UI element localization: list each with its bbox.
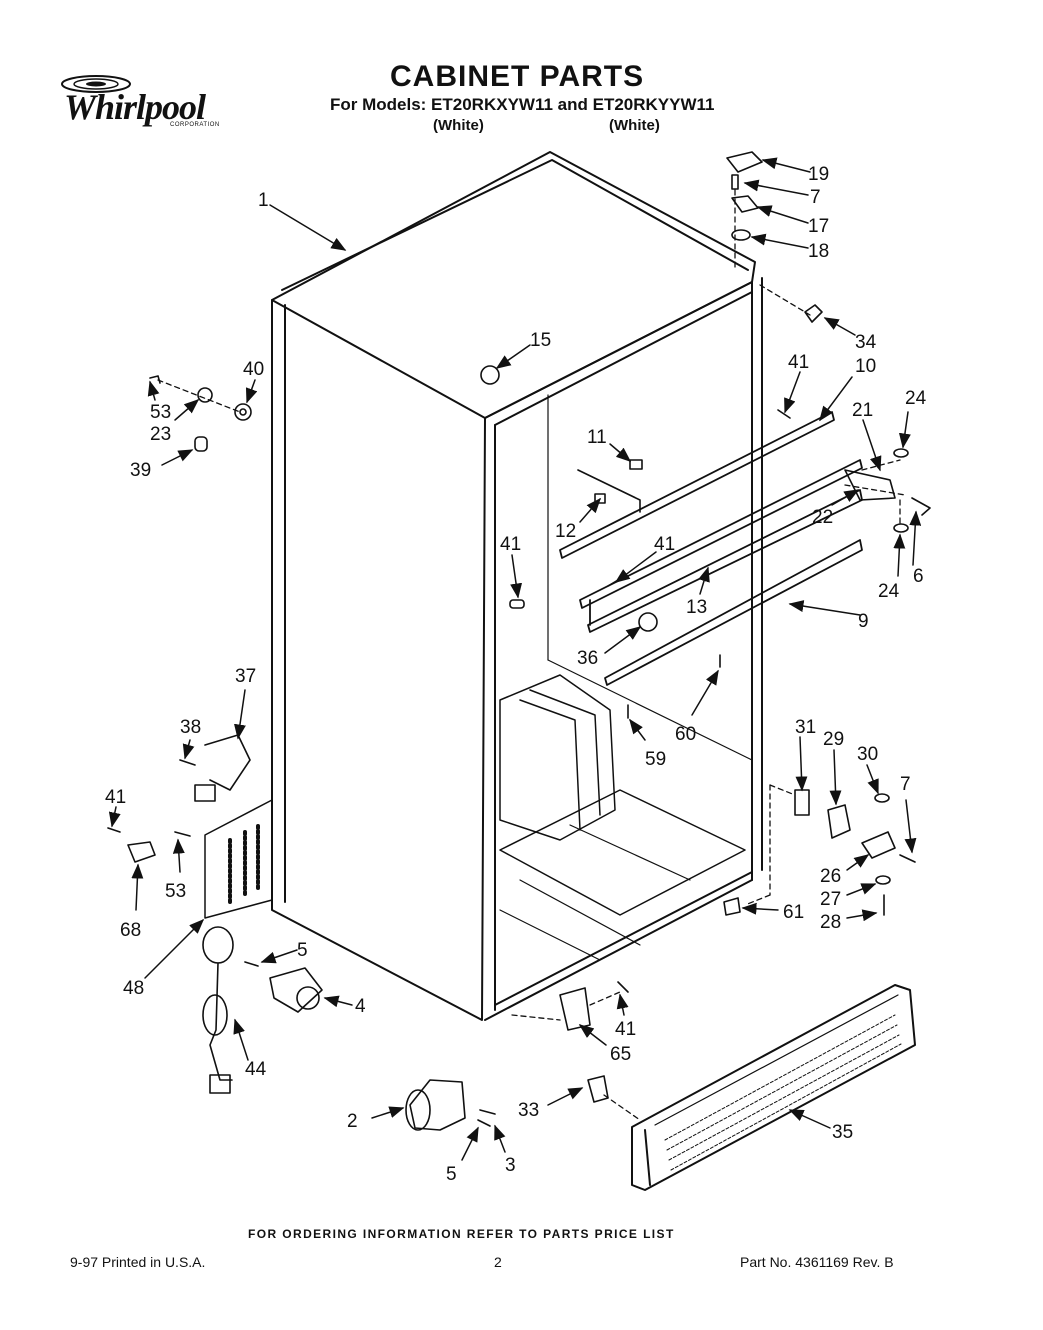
brand-name: Whirlpool [64, 87, 206, 127]
callout-3: 3 [505, 1155, 516, 1176]
callout-5: 5 [446, 1164, 457, 1185]
callout-23: 23 [150, 424, 171, 445]
ordering-note: FOR ORDERING INFORMATION REFER TO PARTS … [248, 1227, 675, 1241]
callout-61: 61 [783, 902, 804, 923]
callout-12: 12 [555, 521, 576, 542]
base-grille [631, 984, 916, 1191]
callout-9: 9 [858, 611, 869, 632]
callout-26: 26 [820, 866, 841, 887]
callout-41: 41 [788, 352, 809, 373]
callout-11: 11 [587, 427, 607, 448]
callout-6: 6 [913, 566, 924, 587]
small-parts [107, 151, 931, 1131]
callout-60: 60 [675, 724, 696, 745]
callout-30: 30 [857, 744, 878, 765]
callout-65: 65 [610, 1044, 631, 1065]
callout-27: 27 [820, 889, 841, 910]
callout-44: 44 [245, 1059, 267, 1080]
callout-18: 18 [808, 241, 829, 262]
part-number: Part No. 4361169 Rev. B [740, 1254, 894, 1270]
callout-1: 1 [258, 190, 269, 211]
callout-24: 24 [878, 581, 900, 602]
callout-37: 37 [235, 666, 256, 687]
callout-41: 41 [105, 787, 126, 808]
callout-59: 59 [645, 749, 666, 770]
callout-22: 22 [812, 507, 833, 528]
callout-17: 17 [808, 216, 829, 237]
leader-lines [157, 189, 906, 1121]
callout-arrows [108, 157, 922, 1161]
model-color-1: (White) [433, 117, 484, 134]
callout-7: 7 [900, 774, 911, 795]
model-color-2: (White) [609, 117, 660, 134]
callout-40: 40 [243, 359, 264, 380]
callout-38: 38 [180, 717, 201, 738]
callout-13: 13 [686, 597, 707, 618]
model-list: For Models: ET20RKXYW11 and ET20RKYYW11 [330, 95, 715, 114]
print-date: 9-97 Printed in U.S.A. [70, 1254, 206, 1270]
callout-4: 4 [355, 996, 366, 1017]
cabinet-shell [204, 151, 763, 1021]
callout-19: 19 [808, 164, 829, 185]
callout-28: 28 [820, 912, 841, 933]
callout-10: 10 [855, 356, 876, 377]
callout-33: 33 [518, 1100, 539, 1121]
callout-5: 5 [297, 940, 308, 961]
callout-24: 24 [905, 388, 927, 409]
callout-35: 35 [832, 1122, 853, 1143]
callout-labels: 1 19 7 17 18 34 10 15 40 53 23 39 41 21 … [105, 164, 927, 1185]
callout-29: 29 [823, 729, 844, 750]
page-title: CABINET PARTS [390, 60, 645, 93]
swirl-icon [61, 75, 131, 93]
callout-31: 31 [795, 717, 816, 738]
callout-2: 2 [347, 1111, 358, 1132]
callout-15: 15 [530, 330, 551, 351]
callout-53: 53 [165, 881, 186, 902]
shelf-rails [559, 411, 863, 686]
callout-21: 21 [852, 400, 873, 421]
callout-34: 34 [855, 332, 877, 353]
brand-sub: CORPORATION [170, 122, 220, 128]
callout-39: 39 [130, 460, 151, 481]
callout-41: 41 [615, 1019, 636, 1040]
callout-41: 41 [654, 534, 675, 555]
callout-7: 7 [810, 187, 821, 208]
callout-36: 36 [577, 648, 598, 669]
whirlpool-logo: Whirlpool CORPORATION [58, 72, 228, 132]
callout-68: 68 [120, 920, 141, 941]
callout-53: 53 [150, 402, 171, 423]
callout-41: 41 [500, 534, 521, 555]
page-number: 2 [494, 1254, 502, 1270]
callout-48: 48 [123, 978, 144, 999]
